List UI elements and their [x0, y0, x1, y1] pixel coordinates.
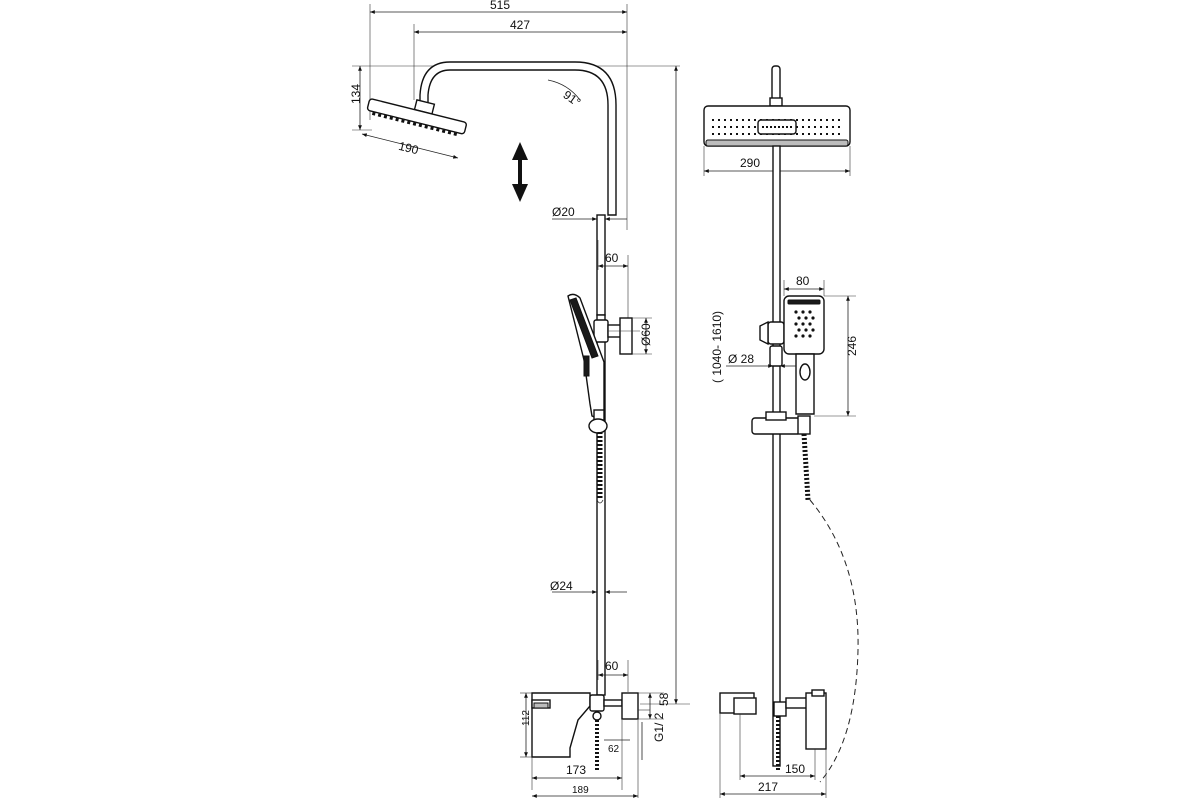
dim-head-width: 290 — [740, 156, 760, 170]
front-hand-shower — [783, 295, 825, 415]
front-slider — [751, 411, 811, 501]
dim-head-diameter-line — [361, 133, 459, 159]
dim-lower-pipe: Ø24 — [550, 579, 573, 593]
dim-hand-width: 80 — [796, 274, 810, 288]
dim-mixer-centers: 150 — [785, 762, 805, 776]
hose — [596, 432, 604, 504]
dim-height-range: ( 1040- 1610) — [710, 311, 724, 383]
front-mixer — [719, 689, 827, 770]
hose-path — [809, 499, 859, 783]
front-view: 290 80 — [703, 65, 859, 798]
dim-mixer-depth-line — [531, 720, 623, 790]
dim-outlet: 62 — [608, 744, 620, 755]
dim-pipe-diameter: Ø 28 — [728, 352, 754, 366]
dim-mixer-height: 58 — [657, 692, 671, 706]
front-holder — [759, 320, 785, 367]
dim-offset-top-line — [597, 240, 629, 320]
mixer-side — [531, 692, 639, 770]
dim-upper-pipe: Ø20 — [552, 205, 575, 219]
dim-total-width: 515 — [490, 0, 510, 12]
rain-shower-head — [366, 98, 467, 137]
hand-shower — [567, 293, 608, 434]
dim-base-depth: 189 — [572, 785, 589, 796]
dim-base-depth-line — [532, 720, 639, 798]
dim-mixer-width-line — [719, 713, 827, 798]
dim-mixer-body: 112 — [521, 710, 532, 726]
dim-head-height-line — [352, 65, 680, 131]
wall-holder — [593, 317, 640, 355]
double-vertical-arrow-icon — [512, 142, 528, 202]
dim-connection: G1/ 2 — [652, 712, 666, 742]
dim-connection-line — [638, 709, 650, 760]
dim-height-range-line — [640, 66, 690, 705]
shower-arm — [419, 61, 617, 216]
dim-holder-diameter-line — [632, 317, 652, 355]
front-shower-head — [703, 105, 851, 147]
dim-hand-length: 246 — [845, 336, 859, 356]
dim-mixer-width: 217 — [758, 780, 778, 794]
dim-hand-length-line — [814, 295, 856, 417]
nozzle-pattern — [794, 310, 815, 338]
dim-hand-width-line — [783, 280, 825, 296]
front-pipe — [772, 145, 781, 767]
dim-arm-length-line — [413, 24, 627, 100]
dim-mixer-height-line — [638, 692, 664, 720]
dim-mixer-centers-line — [739, 714, 816, 780]
dim-head-height: 134 — [349, 84, 363, 104]
dim-arm-length: 427 — [510, 18, 530, 32]
dim-offset-bottom-line — [597, 660, 629, 692]
front-arm-stub — [771, 65, 781, 101]
dim-offset-bottom: 60 — [605, 659, 619, 673]
dim-holder-diameter: Ø60 — [639, 323, 653, 346]
dim-mixer-body-line — [520, 692, 532, 758]
dim-mixer-depth: 173 — [566, 763, 586, 777]
dim-offset-top: 60 — [605, 251, 619, 265]
side-view: 515 427 134 91° 190 — [349, 0, 724, 798]
dim-head-diameter: 190 — [397, 139, 420, 158]
